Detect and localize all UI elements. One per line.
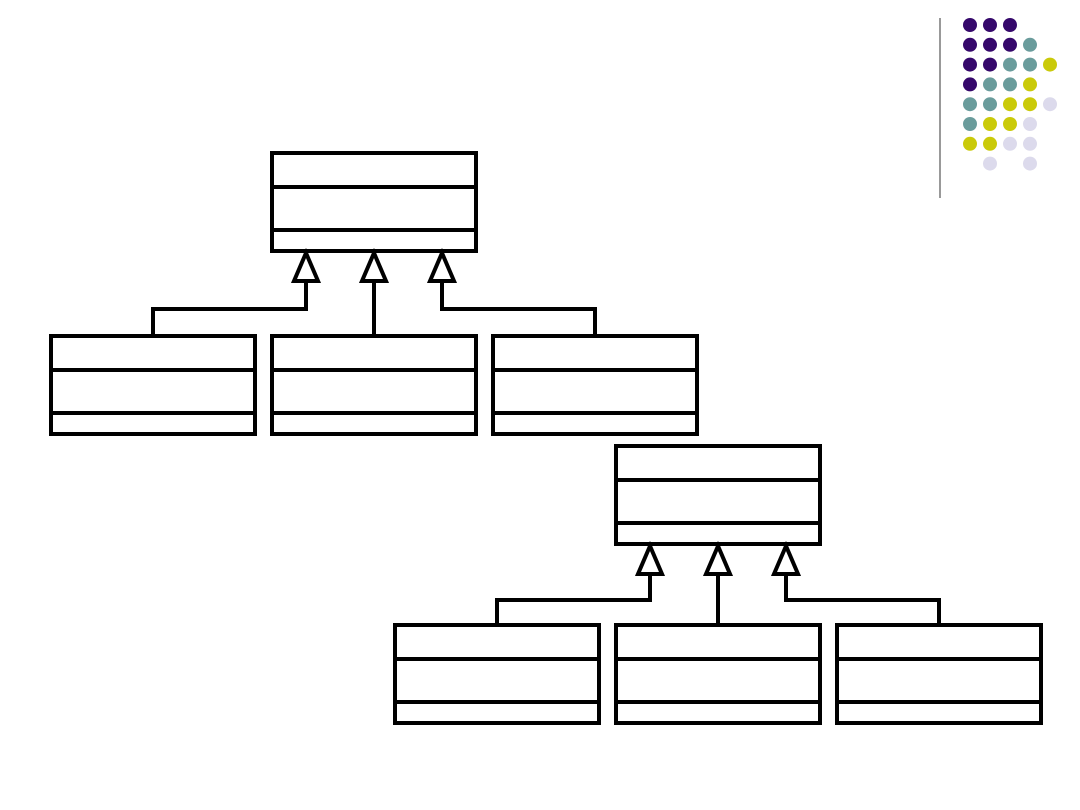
decor-dot [1003, 136, 1017, 151]
decor-dot [963, 37, 977, 52]
decor-dot [1003, 97, 1017, 112]
decor-dot [1003, 18, 1017, 32]
hierarchy-bottom [393, 444, 1043, 725]
generalization-arrowhead [426, 247, 458, 283]
decor-dot [1023, 37, 1037, 52]
decor-dot [1003, 77, 1017, 92]
decor-dot [1043, 97, 1057, 112]
decorative-dot-pattern [963, 18, 1057, 171]
decor-dot [1003, 117, 1017, 131]
decor-dot [1003, 57, 1017, 72]
generalization-connector [151, 281, 308, 336]
class-box-outline [393, 623, 601, 725]
decor-dot [963, 18, 977, 32]
class-box-outline [835, 623, 1043, 725]
class-box-outline [614, 444, 822, 546]
decor-dot [1023, 156, 1037, 171]
parent-class [270, 151, 478, 253]
decor-dot [1003, 37, 1017, 52]
generalization-arrowhead [358, 247, 390, 283]
child-class-2 [614, 623, 822, 725]
decor-dot [1023, 136, 1037, 151]
decor-dot [983, 97, 997, 112]
generalization-connector [784, 574, 941, 625]
generalization-connector [495, 574, 652, 625]
decor-dot [1023, 117, 1037, 131]
decor-dot [963, 117, 977, 131]
decor-dot [983, 18, 997, 32]
decor-dot [1043, 57, 1057, 72]
decor-dot [983, 37, 997, 52]
generalization-arrowhead [770, 540, 802, 576]
class-diagram [49, 151, 1043, 725]
child-class-3 [491, 334, 699, 436]
decor-dot [963, 97, 977, 112]
decor-dot [963, 136, 977, 151]
class-box-outline [49, 334, 257, 436]
child-class-1 [393, 623, 601, 725]
decor-dot [983, 136, 997, 151]
class-box-outline [614, 623, 822, 725]
child-class-2 [270, 334, 478, 436]
generalization-arrowhead [702, 540, 734, 576]
parent-class [614, 444, 822, 546]
generalization-arrowhead [290, 247, 322, 283]
class-box-outline [491, 334, 699, 436]
decor-dot [1023, 97, 1037, 112]
child-class-1 [49, 334, 257, 436]
decor-dot [963, 77, 977, 92]
child-class-3 [835, 623, 1043, 725]
generalization-connector [440, 281, 597, 336]
decor-dot [1023, 57, 1037, 72]
decor-dot [983, 156, 997, 171]
class-box-outline [270, 334, 478, 436]
decor-dot [983, 117, 997, 131]
decor-dot [983, 57, 997, 72]
generalization-arrowhead [634, 540, 666, 576]
class-box-outline [270, 151, 478, 253]
decor-dot [963, 57, 977, 72]
hierarchy-top [49, 151, 699, 436]
decor-dot [1023, 77, 1037, 92]
decor-dot [983, 77, 997, 92]
